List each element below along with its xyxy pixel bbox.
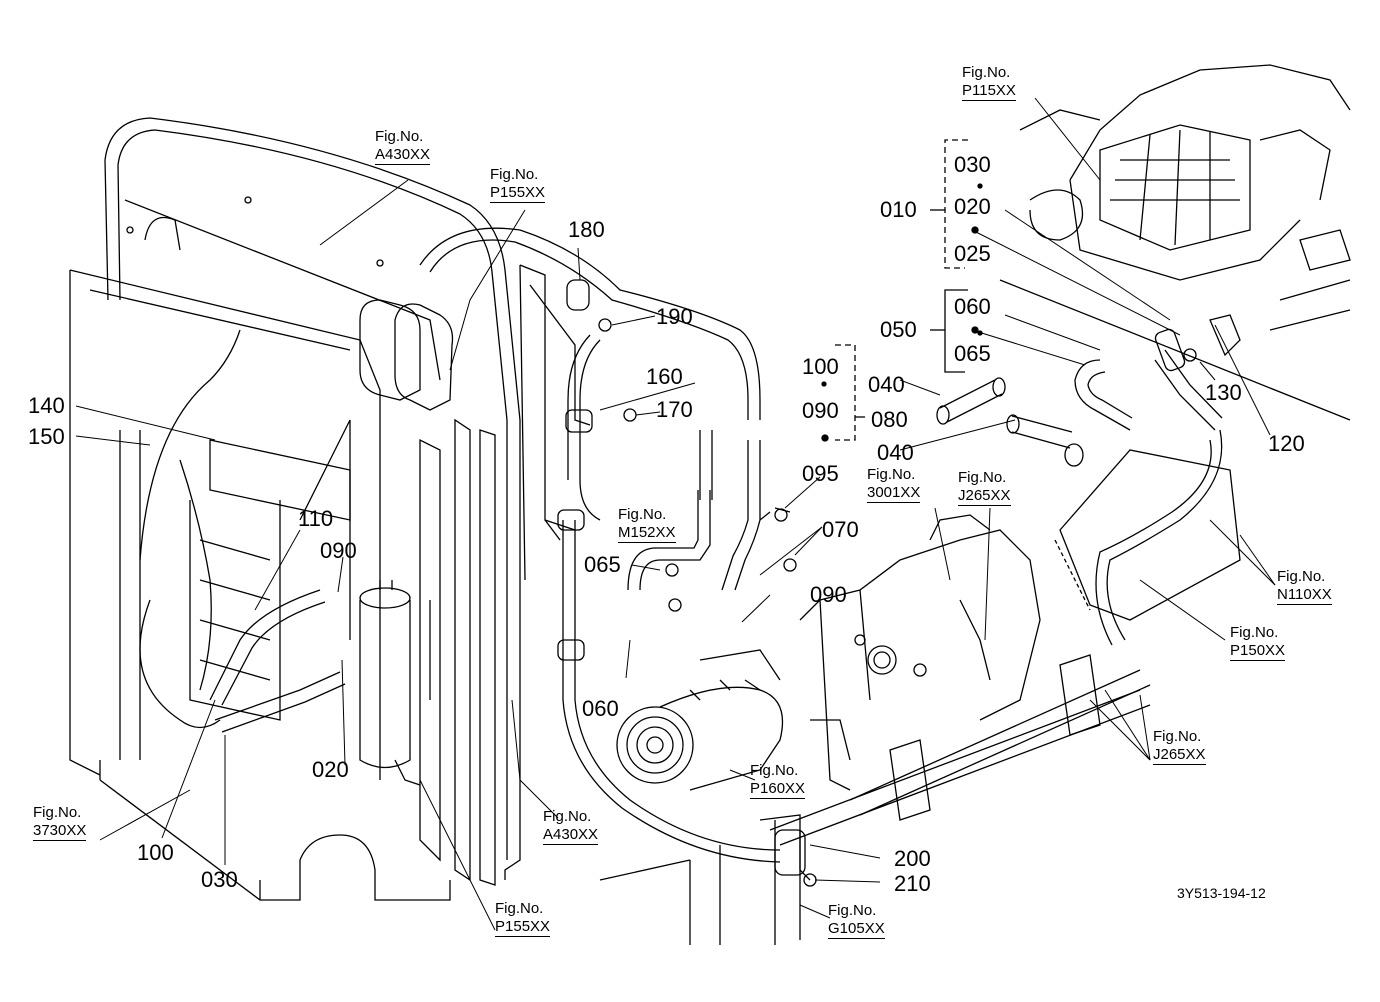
figure-ref-prefix: Fig.No. bbox=[867, 466, 916, 483]
part-label: 210 bbox=[894, 871, 931, 896]
figure-ref-code: P150XX bbox=[1230, 642, 1286, 661]
part-label: 180 bbox=[568, 217, 605, 242]
part-label: 080 bbox=[871, 407, 908, 432]
figure-ref-code: M152XX bbox=[618, 524, 676, 543]
part-label: 065 bbox=[584, 552, 621, 577]
figure-ref: Fig.No. P150XX bbox=[1230, 624, 1286, 661]
part-label: 050 bbox=[880, 317, 917, 342]
figure-ref-code: A430XX bbox=[375, 146, 431, 165]
frame-rails bbox=[599, 654, 1151, 945]
part-label: 170 bbox=[656, 397, 693, 422]
figure-ref: Fig.No. J265XX bbox=[1153, 728, 1206, 765]
part-label: 025 bbox=[954, 241, 991, 266]
part-label: 010 bbox=[880, 197, 917, 222]
part-label: 090 bbox=[810, 582, 847, 607]
pipe-sleeves bbox=[936, 377, 1084, 467]
part-label: 100 bbox=[802, 354, 839, 379]
figure-ref: Fig.No. A430XX bbox=[375, 128, 431, 165]
part-label: 020 bbox=[954, 194, 991, 219]
part-label: 020 bbox=[312, 757, 349, 782]
engine-block bbox=[799, 514, 1041, 791]
figure-ref-prefix: Fig.No. bbox=[1277, 568, 1326, 585]
figure-ref-code: G105XX bbox=[828, 920, 885, 939]
figure-ref-code: P155XX bbox=[490, 184, 546, 203]
figure-ref-code: 3730XX bbox=[33, 822, 87, 841]
compressor bbox=[616, 649, 784, 791]
figure-ref: Fig.No. N110XX bbox=[1277, 568, 1332, 605]
sheet-outline bbox=[1054, 449, 1241, 621]
part-label: 060 bbox=[582, 696, 619, 721]
part-label: 090 bbox=[320, 538, 357, 563]
figure-ref-code: N110XX bbox=[1277, 586, 1332, 605]
part-label: 095 bbox=[802, 461, 839, 486]
part-label: 065 bbox=[954, 341, 991, 366]
receiver-drier bbox=[359, 580, 431, 786]
hoses-right bbox=[1074, 314, 1241, 646]
figure-ref-prefix: Fig.No. bbox=[828, 902, 877, 919]
figure-ref: Fig.No. G105XX bbox=[828, 902, 885, 939]
figure-ref: Fig.No. P155XX bbox=[495, 900, 551, 937]
figure-ref: Fig.No. J265XX bbox=[958, 469, 1011, 506]
figure-ref-prefix: Fig.No. bbox=[962, 64, 1011, 81]
figure-ref-code: J265XX bbox=[958, 487, 1011, 506]
part-label: 140 bbox=[28, 393, 65, 418]
cab-frame bbox=[69, 117, 521, 901]
part-label: 070 bbox=[822, 517, 859, 542]
figure-ref: Fig.No. 3730XX bbox=[33, 804, 87, 841]
part-label: 200 bbox=[894, 846, 931, 871]
part-label: 060 bbox=[954, 294, 991, 319]
part-label: 130 bbox=[1205, 380, 1242, 405]
leader-lines bbox=[75, 97, 1276, 931]
figure-ref: Fig.No. P115XX bbox=[962, 64, 1016, 101]
figure-ref-prefix: Fig.No. bbox=[750, 762, 799, 779]
part-label: 090 bbox=[802, 398, 839, 423]
figure-ref-code: A430XX bbox=[543, 826, 599, 845]
figure-ref-prefix: Fig.No. bbox=[958, 469, 1007, 486]
figure-ref-prefix: Fig.No. bbox=[375, 128, 424, 145]
figure-ref-code: P155XX bbox=[495, 918, 551, 937]
part-label: 190 bbox=[656, 304, 693, 329]
group-dots bbox=[821, 183, 983, 442]
figure-ref-prefix: Fig.No. bbox=[33, 804, 82, 821]
group-brackets bbox=[835, 139, 968, 441]
figure-ref: Fig.No. A430XX bbox=[543, 808, 599, 845]
figure-ref: Fig.No. 3001XX bbox=[867, 466, 921, 503]
figure-ref-code: J265XX bbox=[1153, 746, 1206, 765]
drawing-number: 3Y513-194-12 bbox=[1177, 885, 1266, 901]
part-label: 040 bbox=[877, 440, 914, 465]
figure-ref-prefix: Fig.No. bbox=[1153, 728, 1202, 745]
part-label: 110 bbox=[298, 506, 334, 531]
figure-ref: Fig.No. P160XX bbox=[750, 762, 806, 799]
ac-hoses-center bbox=[419, 227, 781, 863]
part-label: 030 bbox=[201, 867, 238, 892]
part-label: 150 bbox=[28, 424, 65, 449]
figure-ref: Fig.No. M152XX bbox=[618, 506, 676, 543]
figure-ref-code: P160XX bbox=[750, 780, 806, 799]
figure-ref-prefix: Fig.No. bbox=[490, 166, 539, 183]
part-label: 030 bbox=[954, 152, 991, 177]
figure-ref-prefix: Fig.No. bbox=[543, 808, 592, 825]
figure-ref-code: 3001XX bbox=[867, 484, 921, 503]
figure-ref-prefix: Fig.No. bbox=[618, 506, 667, 523]
part-label: 120 bbox=[1268, 431, 1305, 456]
brackets-center bbox=[519, 264, 797, 661]
part-label: 040 bbox=[868, 372, 905, 397]
figure-ref-prefix: Fig.No. bbox=[1230, 624, 1279, 641]
figure-ref: Fig.No. P155XX bbox=[490, 166, 546, 203]
figure-ref-prefix: Fig.No. bbox=[495, 900, 544, 917]
engine-top-right bbox=[999, 64, 1351, 421]
part-label: 100 bbox=[137, 840, 174, 865]
part-label: 160 bbox=[646, 364, 683, 389]
figure-ref-code: P115XX bbox=[962, 82, 1016, 101]
